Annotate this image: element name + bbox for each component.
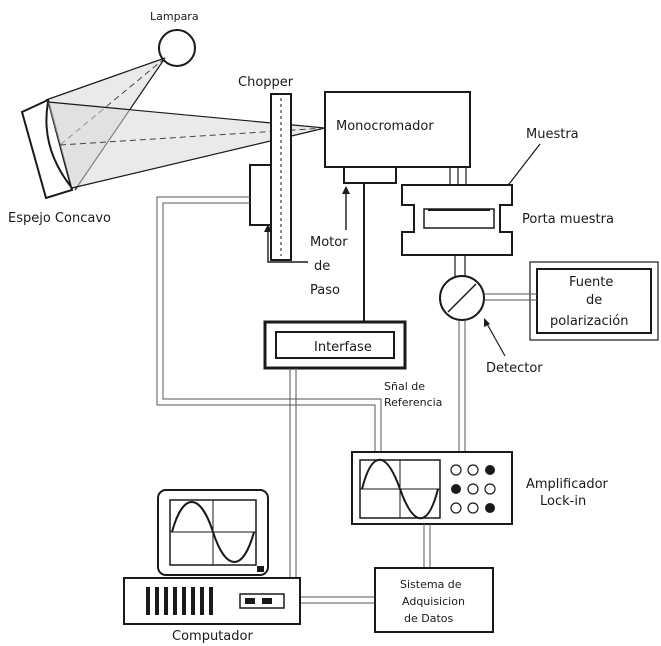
monochromator <box>324 91 471 184</box>
interface-label: Interfase <box>314 340 372 355</box>
amplifier-label-line1: Amplificador <box>526 477 609 492</box>
interface <box>263 320 407 370</box>
sample-holder <box>401 184 513 256</box>
computer-label: Computador <box>172 629 253 644</box>
beam-to-detector <box>454 255 466 278</box>
power-supply-label-line2: de <box>586 293 602 308</box>
computer-monitor <box>157 489 269 576</box>
acquisition-label-line2: Adquisicion <box>402 595 465 608</box>
data-acquisition-system <box>374 567 494 633</box>
detector-arrow <box>484 318 506 357</box>
power-supply <box>529 261 659 341</box>
reference-signal-label-line1: Sñal de <box>384 380 425 393</box>
lockin-amplifier <box>351 451 513 525</box>
computer-base <box>123 577 301 625</box>
mirror-label: Espejo Concavo <box>8 211 111 226</box>
monochromator-label: Monocromador <box>336 119 434 134</box>
acquisition-label-line3: de Datos <box>404 612 454 625</box>
detector-supply-wire <box>484 293 537 301</box>
chopper-reference-wire <box>156 196 382 452</box>
detector <box>439 275 485 321</box>
amplifier-label-line2: Lock-in <box>540 494 586 509</box>
interface-computer-wire <box>289 368 297 578</box>
reference-signal-label-line2: Referencia <box>384 396 442 409</box>
power-supply-label-line1: Fuente <box>569 275 613 290</box>
concave-mirror <box>20 98 74 200</box>
motor-label-line1: Motor <box>310 235 348 250</box>
lamp-label: Lampara <box>150 10 199 23</box>
detector-amplifier-wire <box>458 320 466 452</box>
sample-holder-label: Porta muestra <box>522 212 614 227</box>
detector-label: Detector <box>486 361 543 376</box>
lamp <box>158 29 196 67</box>
acquisition-label-line1: Sistema de <box>400 578 462 591</box>
motor-label-line2: de <box>314 259 330 274</box>
chopper <box>249 93 292 261</box>
sample-label: Muestra <box>526 127 579 142</box>
power-supply-label-line3: polarización <box>550 314 628 329</box>
amplifier-acquisition-wire <box>423 524 431 568</box>
motor-arrows <box>264 186 350 263</box>
computer-acquisition-wire <box>300 596 375 604</box>
chopper-label: Chopper <box>238 75 294 90</box>
motor-label-line3: Paso <box>310 283 340 298</box>
